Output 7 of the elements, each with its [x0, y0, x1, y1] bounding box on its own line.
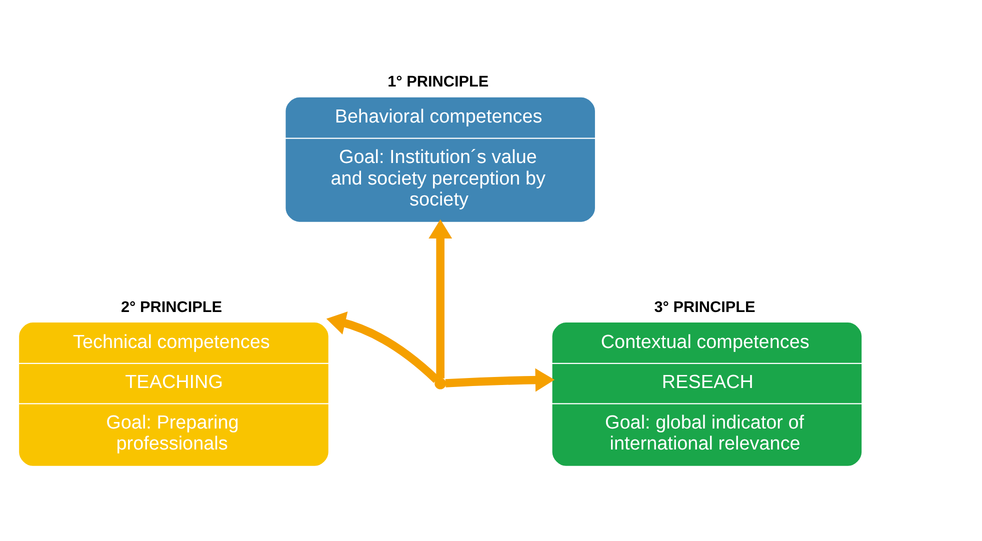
arrow: [444, 368, 554, 392]
arrow: [326, 311, 439, 382]
node-label: 1° PRINCIPLE: [387, 73, 488, 90]
node-label: 3° PRINCIPLE: [654, 298, 755, 316]
arrow: [428, 218, 452, 378]
node-label: 2° PRINCIPLE: [120, 298, 222, 316]
node-point: [434, 377, 446, 389]
